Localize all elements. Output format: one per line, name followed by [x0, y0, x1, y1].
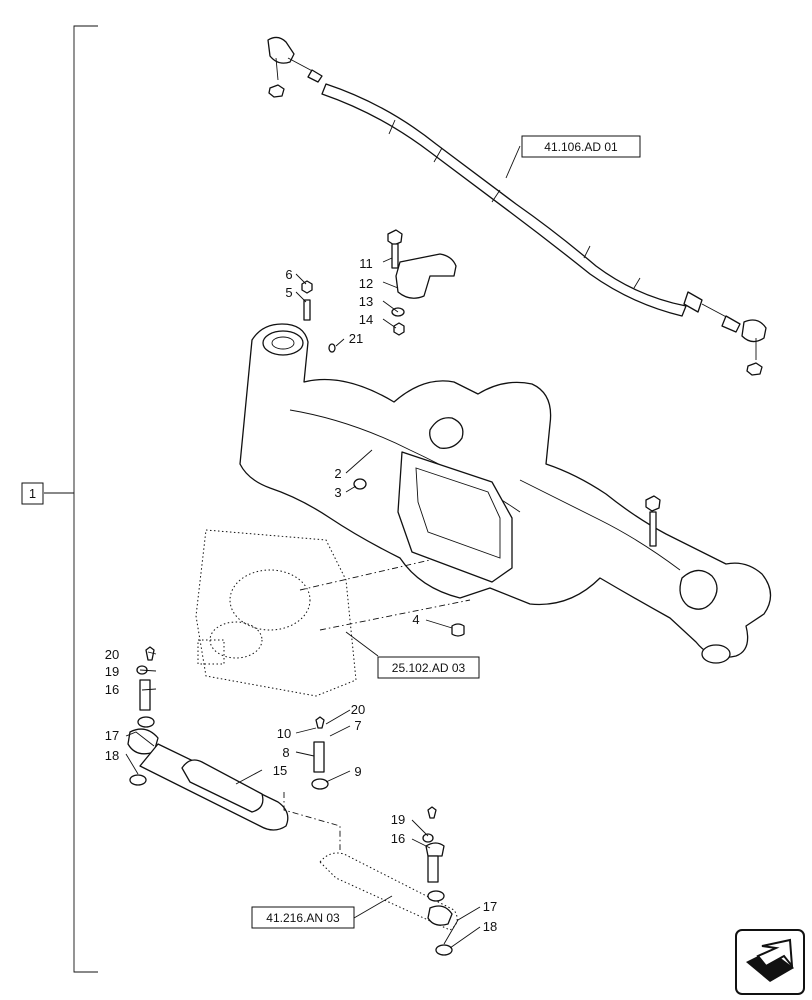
callout-18b: 18 [483, 919, 497, 934]
svg-text:25.102.AD 03: 25.102.AD 03 [392, 661, 466, 675]
group-label: 1 [29, 486, 36, 501]
steering-cylinder-lower [127, 646, 341, 850]
callout-2: 2 [334, 466, 341, 481]
callout-15: 15 [273, 763, 287, 778]
axle-housing [239, 323, 772, 664]
callout-9: 9 [354, 764, 361, 779]
callout-19a: 19 [105, 664, 119, 679]
callout-16a: 16 [105, 682, 119, 697]
callout-labels: 11 12 13 14 21 6 5 2 3 4 20 19 16 17 18 … [105, 256, 497, 934]
svg-text:41.106.AD 01: 41.106.AD 01 [544, 140, 618, 154]
callout-21: 21 [349, 331, 363, 346]
axle-top-hardware [301, 229, 457, 353]
callout-20b: 20 [351, 702, 365, 717]
callout-19b: 19 [391, 812, 405, 827]
callout-16b: 16 [391, 831, 405, 846]
tie-rod-assembly [267, 36, 767, 376]
next-page-arrow-icon[interactable] [735, 929, 805, 995]
group-bracket: 1 [21, 25, 98, 973]
callout-10: 10 [277, 726, 291, 741]
final-drive-phantom [195, 529, 471, 697]
callout-13: 13 [359, 294, 373, 309]
callout-4: 4 [412, 612, 419, 627]
leader-lines [125, 145, 521, 949]
ref-box-cylinder[interactable]: 41.216.AN 03 [251, 906, 355, 929]
callout-17a: 17 [105, 728, 119, 743]
callout-17b: 17 [483, 899, 497, 914]
ref-box-tie-rod[interactable]: 41.106.AD 01 [521, 135, 641, 158]
callout-6: 6 [285, 267, 292, 282]
callout-5: 5 [285, 285, 292, 300]
callout-12: 12 [359, 276, 373, 291]
callout-7: 7 [354, 718, 361, 733]
callout-3: 3 [334, 485, 341, 500]
callout-14: 14 [359, 312, 373, 327]
callout-8: 8 [282, 745, 289, 760]
steering-cylinder-phantom [319, 806, 458, 956]
callout-18a: 18 [105, 748, 119, 763]
ref-box-final-drive[interactable]: 25.102.AD 03 [377, 656, 480, 679]
callout-11: 11 [359, 256, 373, 271]
callout-20a: 20 [105, 647, 119, 662]
svg-text:41.216.AN 03: 41.216.AN 03 [266, 911, 340, 925]
